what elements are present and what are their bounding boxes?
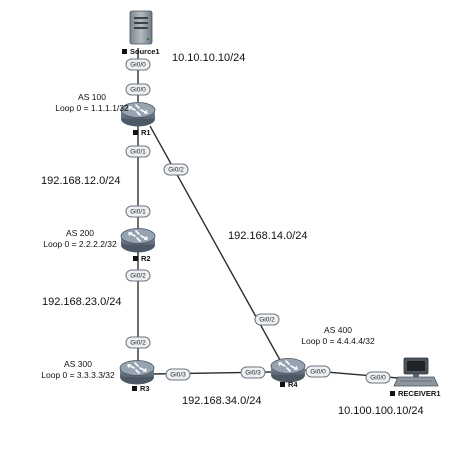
source1-address: 10.10.10.10/24 (172, 52, 245, 64)
svg-text:Gi0/2: Gi0/2 (259, 317, 275, 324)
r1-loopback-label: Loop 0 = 1.1.1.1/32 (55, 103, 129, 113)
router-r4-icon[interactable] (270, 357, 306, 384)
receiver1-pc-icon[interactable] (393, 357, 439, 387)
source1-server-icon[interactable] (129, 10, 153, 45)
r3-name: R3 (140, 384, 150, 393)
iface-r3-gi0-2: Gi0/2 (125, 336, 151, 349)
source1-name: Source1 (130, 47, 160, 56)
r4-as-label: AS 400 (324, 325, 352, 335)
r2-loopback-label: Loop 0 = 2.2.2.2/32 (43, 239, 117, 249)
receiver1-address: 10.100.100.10/24 (338, 405, 424, 417)
source1-status-square (122, 49, 127, 54)
r2-status-square (133, 256, 138, 261)
r4-loopback-label: Loop 0 = 4.4.4.4/32 (301, 336, 375, 346)
iface-receiver1-gi0-0: Gi0/0 (365, 371, 391, 384)
iface-r4-gi0-2: Gi0/2 (254, 313, 280, 326)
svg-text:Gi0/3: Gi0/3 (245, 370, 261, 377)
iface-r4-gi0-3: Gi0/3 (240, 366, 266, 379)
iface-source1-gi0-0: Gi0/0 (125, 58, 151, 71)
svg-text:Gi0/1: Gi0/1 (130, 209, 146, 216)
iface-r2-gi0-1: Gi0/1 (125, 205, 151, 218)
iface-r1-gi0-0: Gi0/0 (125, 83, 151, 96)
iface-r1-gi0-2: Gi0/2 (163, 163, 189, 176)
svg-text:Gi0/0: Gi0/0 (130, 87, 146, 94)
svg-text:Gi0/2: Gi0/2 (168, 167, 184, 174)
svg-text:Gi0/2: Gi0/2 (130, 340, 146, 347)
r3-loopback-label: Loop 0 = 3.3.3.3/32 (41, 370, 115, 380)
network-label-r3-r4: 192.168.34.0/24 (182, 395, 262, 407)
r4-name: R4 (288, 380, 298, 389)
r3-status-square (132, 386, 137, 391)
svg-text:Gi0/0: Gi0/0 (130, 62, 146, 69)
router-r2-icon[interactable] (120, 227, 156, 254)
network-label-r1-r2: 192.168.12.0/24 (41, 175, 121, 187)
r3-as-label: AS 300 (64, 359, 92, 369)
r2-as-label: AS 200 (66, 228, 94, 238)
receiver1-status-square (390, 391, 395, 396)
svg-text:Gi0/0: Gi0/0 (310, 369, 326, 376)
svg-text:Gi0/1: Gi0/1 (130, 149, 146, 156)
r2-name: R2 (141, 254, 151, 263)
iface-r1-gi0-1: Gi0/1 (125, 145, 151, 158)
receiver1-name: RECEIVER1 (398, 389, 441, 398)
r1-as-label: AS 100 (78, 92, 106, 102)
iface-r4-gi0-0: Gi0/0 (305, 365, 331, 378)
svg-text:Gi0/3: Gi0/3 (170, 372, 186, 379)
router-r3-icon[interactable] (119, 359, 155, 386)
iface-r2-gi0-2: Gi0/2 (125, 269, 151, 282)
r1-name: R1 (141, 128, 151, 137)
svg-text:Gi0/2: Gi0/2 (130, 273, 146, 280)
network-label-r2-r3: 192.168.23.0/24 (42, 296, 122, 308)
r4-status-square (280, 382, 285, 387)
r1-status-square (133, 130, 138, 135)
svg-text:Gi0/0: Gi0/0 (370, 375, 386, 382)
network-label-r1-r4: 192.168.14.0/24 (228, 230, 308, 242)
iface-r3-gi0-3: Gi0/3 (165, 368, 191, 381)
